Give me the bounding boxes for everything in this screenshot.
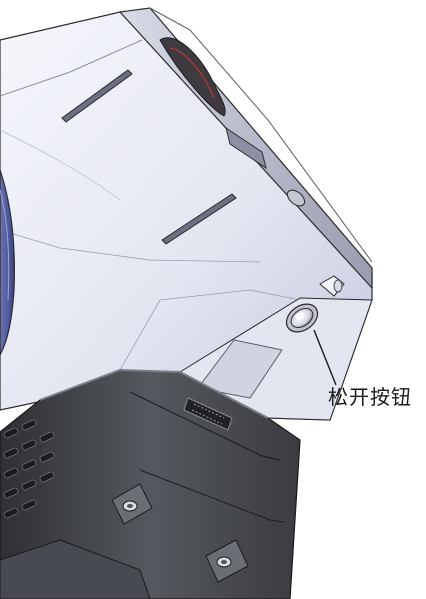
- screen-edge: [0, 169, 15, 356]
- device-top-band: [118, 7, 373, 290]
- connector-port: [183, 397, 233, 431]
- slot-groove-lower: [161, 193, 237, 245]
- device-front-face: [178, 297, 373, 421]
- latch-tab: [319, 275, 345, 297]
- release-button[interactable]: [281, 298, 323, 337]
- vent-grill: [3, 419, 55, 519]
- slot-groove-upper: [61, 69, 133, 123]
- screw-mount-upper: [111, 483, 153, 525]
- casing-bottom-edge: [0, 539, 151, 599]
- release-button-callout-label: 松开按钮: [328, 385, 412, 409]
- callout-leader-line: [313, 329, 337, 386]
- screw-mount-lower: [205, 539, 249, 583]
